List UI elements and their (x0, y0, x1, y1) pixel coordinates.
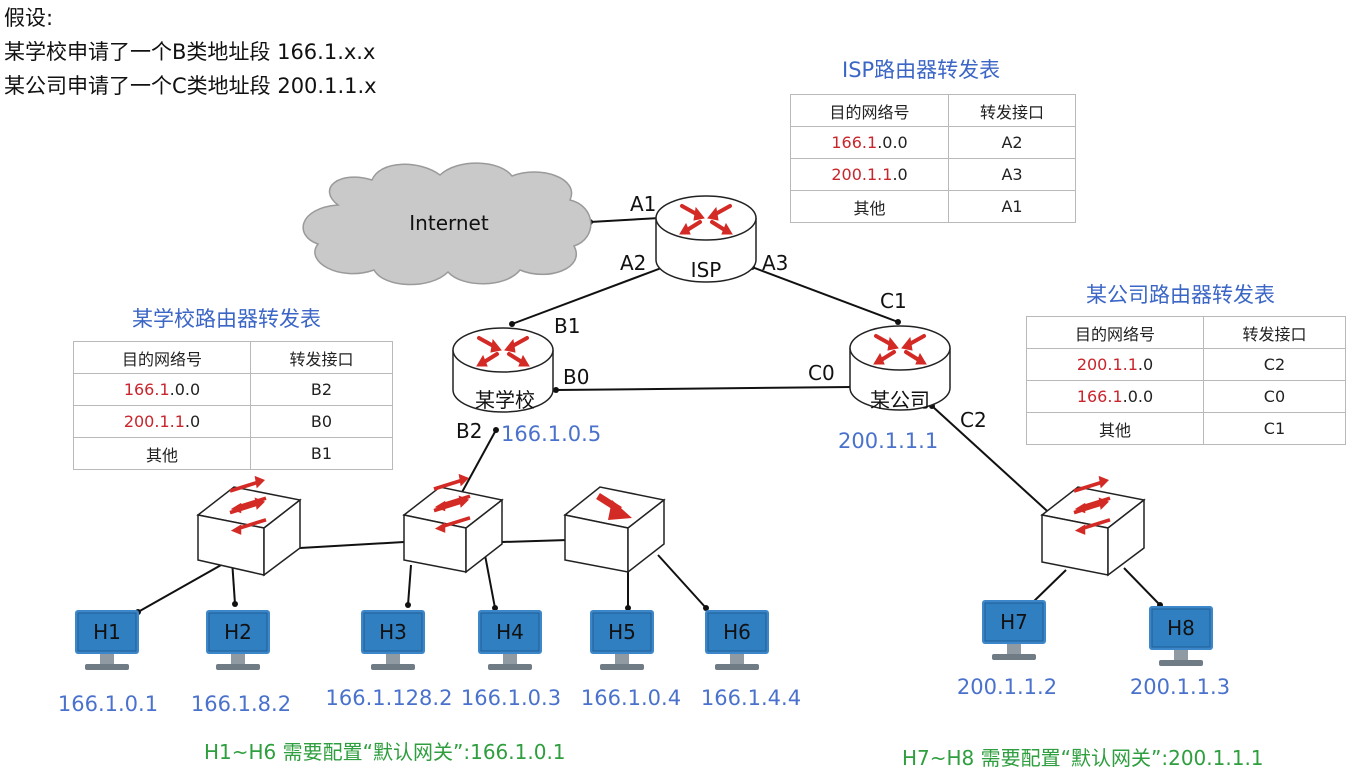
internet-label: Internet (409, 211, 489, 235)
table-row: 166.1.0.0 C0 (1026, 380, 1347, 413)
assumption-company: 某公司申请了一个C类地址段 200.1.1.x (4, 74, 377, 98)
port-b0-label: B0 (563, 365, 589, 389)
svg-text:H4: H4 (496, 620, 524, 644)
host-h3-ip: 166.1.128.2 (326, 686, 453, 710)
port-a2-label: A2 (620, 251, 646, 275)
isp-router-label: ISP (691, 258, 722, 282)
header-dest: 目的网络号 (1026, 316, 1204, 349)
table-header-row: 目的网络号 转发接口 (1026, 316, 1347, 349)
host-h5-ip: 166.1.0.4 (581, 686, 681, 710)
school-forwarding-table: 目的网络号 转发接口 166.1.0.0 B2 200.1.1.0 B0 其他 … (73, 341, 394, 470)
host-h6-ip: 166.1.4.4 (701, 686, 801, 710)
company-gateway-note: H7~H8 需要配置“默认网关”:200.1.1.1 (902, 746, 1264, 770)
school-router-label: 某学校 (475, 388, 535, 412)
svg-text:H2: H2 (224, 620, 252, 644)
header-dest: 目的网络号 (73, 341, 251, 374)
host-h7-ip: 200.1.1.2 (957, 675, 1057, 699)
host-h5: H5 166.1.0.4 (581, 609, 681, 710)
switch-icon-1 (196, 474, 302, 577)
school-router-ip: 166.1.0.5 (501, 422, 601, 446)
table-row: 其他 A1 (789, 190, 1076, 223)
company-forwarding-table: 目的网络号 转发接口 200.1.1.0 C2 166.1.0.0 C0 其他 … (1026, 316, 1347, 445)
school-table-title: 某学校路由器转发表 (132, 307, 321, 331)
header-dest: 目的网络号 (789, 94, 950, 127)
host-h1-ip: 166.1.0.1 (58, 692, 158, 716)
host-h7: H7 200.1.1.2 (957, 599, 1057, 699)
port-b1-label: B1 (554, 314, 580, 338)
header-iface: 转发接口 (1202, 316, 1347, 349)
table-row: 166.1.0.0 A2 (789, 126, 1076, 159)
school-gateway-note: H1~H6 需要配置“默认网关”:166.1.0.1 (204, 740, 566, 764)
host-h8-ip: 200.1.1.3 (1130, 675, 1230, 699)
table-row: 其他 C1 (1026, 412, 1347, 445)
host-h4-ip: 166.1.0.3 (461, 686, 561, 710)
svg-text:H1: H1 (93, 620, 121, 644)
header-iface: 转发接口 (948, 94, 1076, 127)
svg-text:H5: H5 (608, 620, 636, 644)
svg-text:H6: H6 (723, 620, 751, 644)
svg-text:H8: H8 (1167, 616, 1195, 640)
switch-icon-2 (402, 472, 504, 574)
company-table-title: 某公司路由器转发表 (1086, 283, 1275, 307)
port-c1-label: C1 (880, 289, 907, 313)
table-row: 200.1.1.0 C2 (1026, 348, 1347, 381)
header-iface: 转发接口 (249, 341, 394, 374)
port-c0-label: C0 (808, 361, 835, 385)
host-h3: H3 166.1.128.2 (326, 609, 453, 710)
internet-cloud-icon: Internet (302, 162, 592, 286)
company-router-label: 某公司 (870, 388, 930, 412)
table-row: 200.1.1.0 A3 (789, 158, 1076, 191)
isp-table-title: ISP路由器转发表 (842, 58, 1001, 82)
table-header-row: 目的网络号 转发接口 (789, 94, 1076, 127)
port-c2-label: C2 (960, 408, 987, 432)
table-row: 166.1.0.0 B2 (73, 373, 394, 406)
host-h2-ip: 166.1.8.2 (191, 692, 291, 716)
assumption-school: 某学校申请了一个B类地址段 166.1.x.x (4, 40, 376, 64)
isp-router-icon (655, 195, 757, 283)
table-row: 其他 B1 (73, 437, 394, 470)
port-a3-label: A3 (762, 251, 788, 275)
svg-text:H7: H7 (1000, 610, 1028, 634)
table-header-row: 目的网络号 转发接口 (73, 341, 394, 374)
isp-forwarding-table: 目的网络号 转发接口 166.1.0.0 A2 200.1.1.0 A3 其他 … (789, 94, 1076, 223)
port-b2-label: B2 (456, 419, 482, 443)
host-h2: H2 166.1.8.2 (191, 609, 291, 716)
host-h8: H8 200.1.1.3 (1130, 605, 1230, 699)
school-router-icon (452, 327, 554, 413)
table-row: 200.1.1.0 B0 (73, 405, 394, 438)
host-h4: H4 166.1.0.3 (461, 609, 561, 710)
assumption-heading: 假设: (4, 6, 54, 30)
host-h1: H1 166.1.0.1 (58, 609, 158, 716)
port-a1-label: A1 (630, 192, 656, 216)
hub-icon (563, 486, 666, 574)
switch-icon-3 (1040, 474, 1146, 577)
company-router-icon (849, 325, 951, 411)
company-router-ip: 200.1.1.1 (838, 429, 938, 453)
host-h6: H6 166.1.4.4 (701, 609, 801, 710)
svg-text:H3: H3 (379, 620, 407, 644)
